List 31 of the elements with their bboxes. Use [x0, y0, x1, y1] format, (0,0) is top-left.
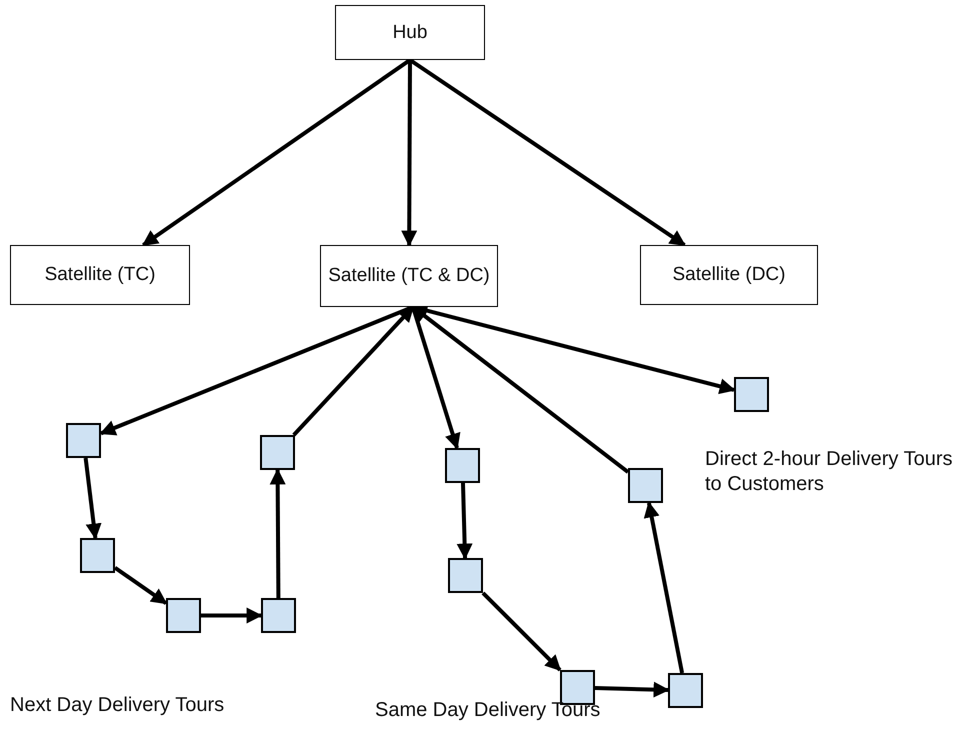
satellite-box [640, 245, 818, 305]
arrow [84, 458, 102, 540]
arrow [594, 682, 670, 698]
node-label: Satellite (DC) [672, 263, 786, 287]
arrow [114, 566, 168, 605]
tour-label: Next Day Delivery Tours [10, 693, 226, 718]
node-label: Satellite (TC & DC) [327, 264, 491, 288]
satellite-box [320, 245, 498, 307]
arrow [270, 468, 286, 598]
arrow [408, 58, 686, 247]
stop-square [445, 448, 480, 483]
tour-label: Same Day Delivery Tours [375, 698, 602, 723]
stop-square [668, 673, 703, 708]
arrow [201, 608, 263, 624]
node-label: Hub [392, 20, 428, 44]
stop-square [260, 435, 295, 470]
stop-square [628, 468, 663, 503]
satellite-box [10, 245, 190, 305]
satellite-box [335, 5, 485, 60]
stop-square [80, 538, 115, 573]
stop-square [166, 598, 201, 633]
tour-label: Direct 2-hour Delivery Tours to Customers [705, 447, 954, 497]
arrow [644, 501, 684, 674]
arrow [401, 60, 418, 247]
stop-square [66, 423, 101, 458]
stop-square [734, 377, 769, 412]
node-label: Satellite (TC) [44, 263, 156, 287]
stop-square [448, 558, 483, 593]
arrow [482, 592, 562, 672]
arrow [456, 482, 473, 560]
stop-square [261, 598, 296, 633]
